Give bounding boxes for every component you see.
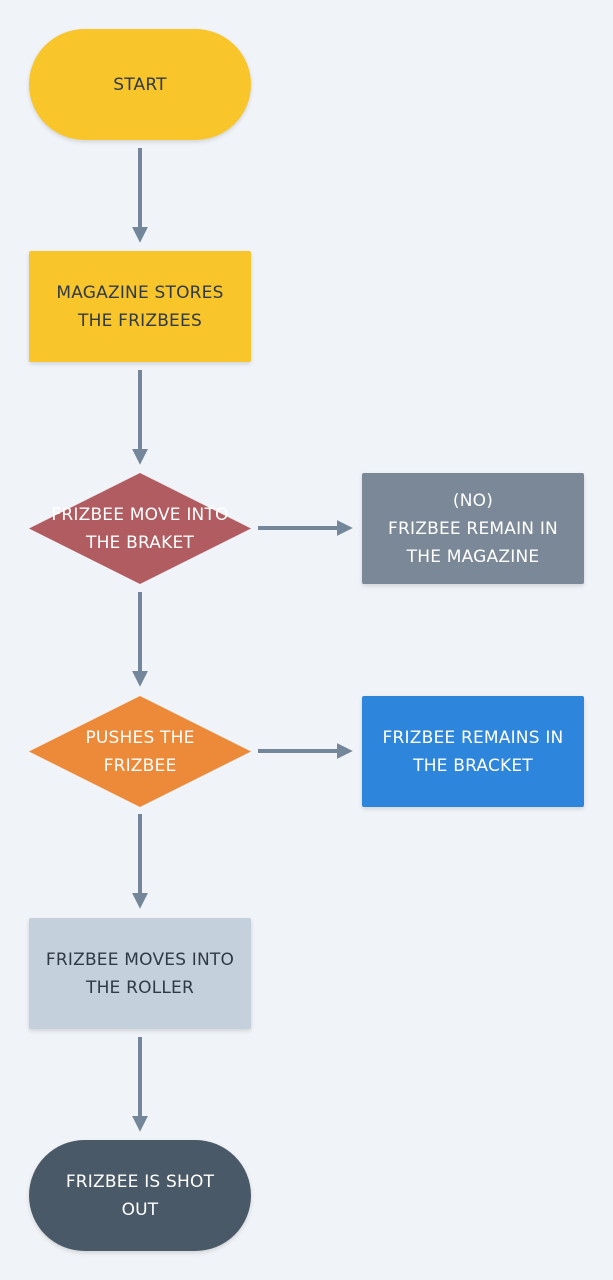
remain-magazine-node: (NO) FRIZBEE REMAIN IN THE MAGAZINE bbox=[362, 473, 584, 584]
shot-out-label: FRIZBEE IS SHOT OUT bbox=[65, 1171, 215, 1220]
moves-roller-label: FRIZBEE MOVES INTO THE ROLLER bbox=[45, 949, 235, 998]
magazine-node: MAGAZINE STORES THE FRIZBEES bbox=[29, 251, 251, 362]
start-label: START bbox=[113, 74, 167, 95]
decision-pushes-text-wrap: PUSHES THE FRIZBEE bbox=[29, 696, 251, 807]
remain-magazine-label: (NO) FRIZBEE REMAIN IN THE MAGAZINE bbox=[388, 490, 558, 567]
moves-roller-node: FRIZBEE MOVES INTO THE ROLLER bbox=[29, 918, 251, 1029]
decision-braket-label: FRIZBEE MOVE INTO THE BRAKET bbox=[51, 504, 229, 553]
shot-out-node: FRIZBEE IS SHOT OUT bbox=[29, 1140, 251, 1251]
decision-pushes-node bbox=[29, 696, 251, 807]
decision-pushes-label: PUSHES THE FRIZBEE bbox=[85, 727, 195, 776]
decision-braket-node bbox=[29, 473, 251, 584]
start-node: START bbox=[29, 29, 251, 140]
decision-braket-text-wrap: FRIZBEE MOVE INTO THE BRAKET bbox=[29, 473, 251, 584]
magazine-label: MAGAZINE STORES THE FRIZBEES bbox=[56, 282, 224, 331]
remains-bracket-node: FRIZBEE REMAINS IN THE BRACKET bbox=[362, 696, 584, 807]
remains-bracket-label: FRIZBEE REMAINS IN THE BRACKET bbox=[382, 727, 564, 776]
